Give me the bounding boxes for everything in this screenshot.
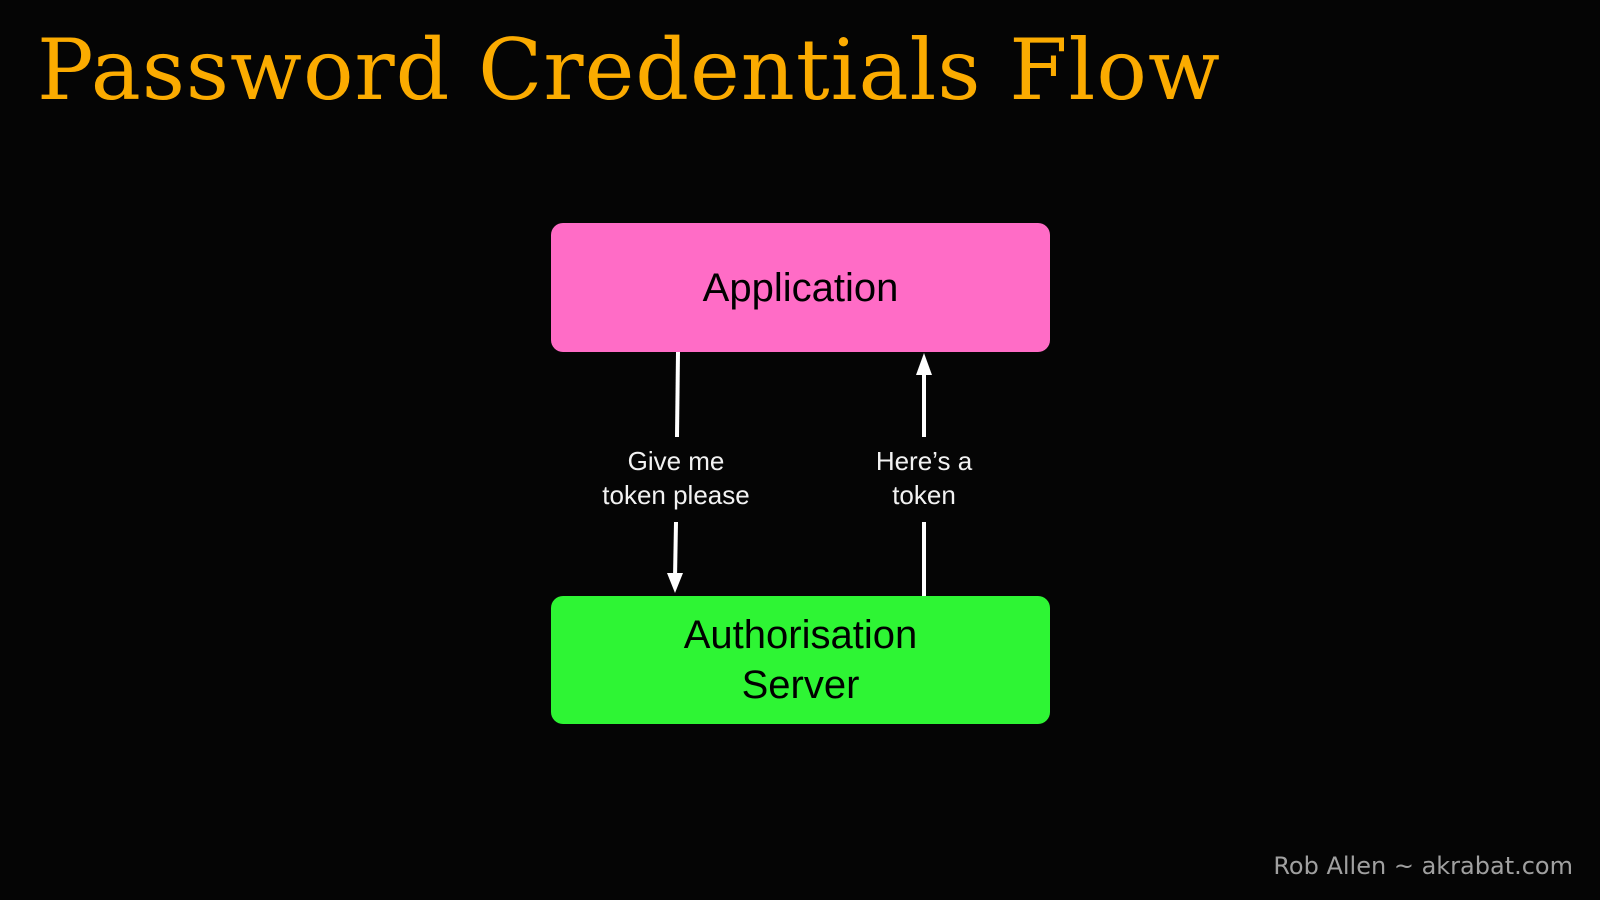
request-arrow-bottom-segment — [673, 521, 678, 579]
authorisation-server-label: Authorisation Server — [683, 613, 918, 707]
request-arrow — [667, 351, 683, 593]
application-label: Application — [702, 265, 899, 310]
request-arrow-top-segment — [675, 351, 680, 438]
arrow-down-icon — [667, 573, 683, 593]
author-footer: Rob Allen ~ akrabat.com — [1273, 852, 1573, 880]
response-edge-label: Here’s a token — [875, 446, 973, 510]
request-edge-label: Give me token please — [602, 446, 750, 510]
arrow-up-icon — [916, 353, 932, 375]
response-arrow — [916, 353, 932, 596]
slide-title: Password Credentials Flow — [37, 21, 1221, 119]
authorisation-server-node: Authorisation Server — [551, 596, 1050, 724]
application-node: Application — [551, 223, 1050, 352]
